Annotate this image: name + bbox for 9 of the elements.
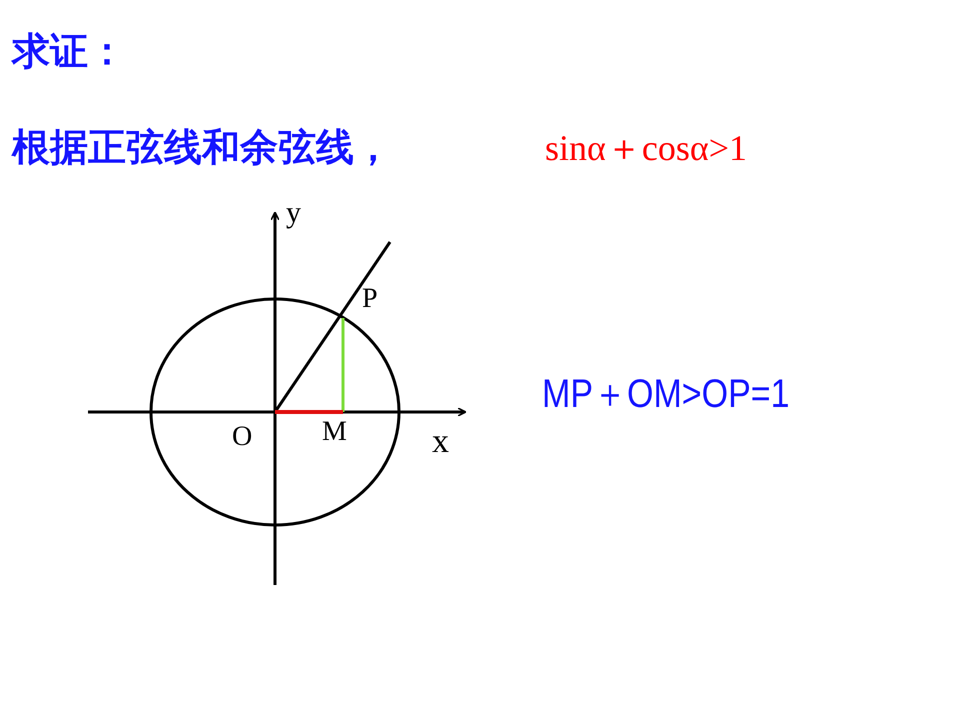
point-label: M [322,418,347,446]
statement-text: 根据正弦线和余弦线， [12,128,392,166]
axis-label: y [286,198,301,228]
point-label: P [362,285,378,313]
axis-label: x [432,425,449,459]
heading: 求证： [12,32,126,70]
inequality-text: sinα＋cosα>1 [545,130,748,166]
equation-text: MP＋OM>OP=1 [542,374,790,414]
point-label: O [232,423,252,451]
